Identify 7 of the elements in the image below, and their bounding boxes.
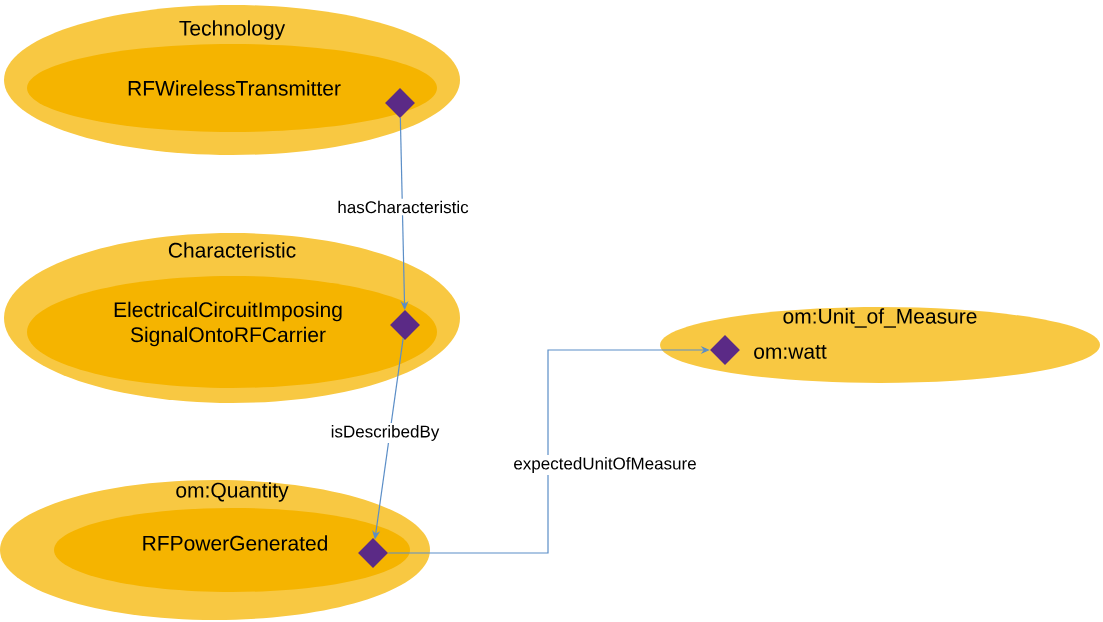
- diamond-symbol: [358, 538, 388, 568]
- diamond-symbol: [390, 310, 420, 340]
- edge-label: hasCharacteristic: [335, 198, 471, 216]
- diamond-symbol: [710, 335, 740, 365]
- edge-label: isDescribedBy: [328, 423, 442, 443]
- edge-label: expectedUnitOfMeasure: [511, 455, 699, 475]
- diamond-symbol: [385, 88, 415, 118]
